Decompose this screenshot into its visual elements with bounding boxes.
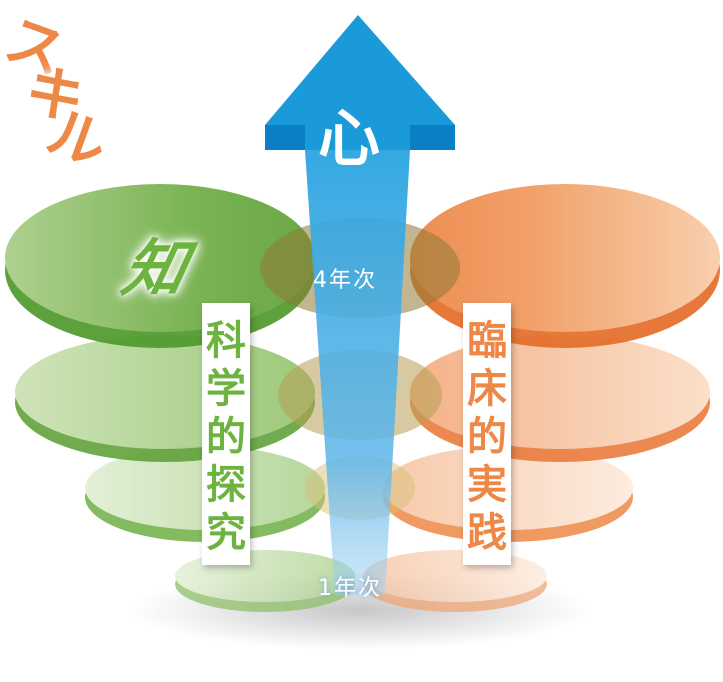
label-char: 臨 (467, 318, 507, 364)
arrow-label-kokoro: 心 (318, 102, 381, 175)
label-char: 究 (206, 510, 246, 556)
green-disc-2 (15, 335, 315, 462)
label-char: 探 (206, 462, 246, 508)
label-char: 科 (206, 318, 246, 364)
year-4-label: 4年次 (313, 268, 377, 293)
label-char: 実 (467, 462, 507, 508)
orange-disc-2 (410, 335, 710, 462)
scientific-inquiry-label: 科 学 的 探 究 (202, 303, 250, 565)
label-char: 床 (467, 366, 507, 412)
clinical-practice-label: 臨 床 的 実 践 (463, 303, 511, 565)
label-char: 践 (467, 510, 507, 556)
orange-disc-4 (363, 550, 547, 612)
year-1-label: 1年次 (318, 576, 382, 601)
label-char: 的 (467, 414, 507, 460)
label-char: 的 (206, 414, 246, 460)
arrow-up-icon (265, 15, 455, 595)
label-char: 学 (206, 366, 246, 412)
